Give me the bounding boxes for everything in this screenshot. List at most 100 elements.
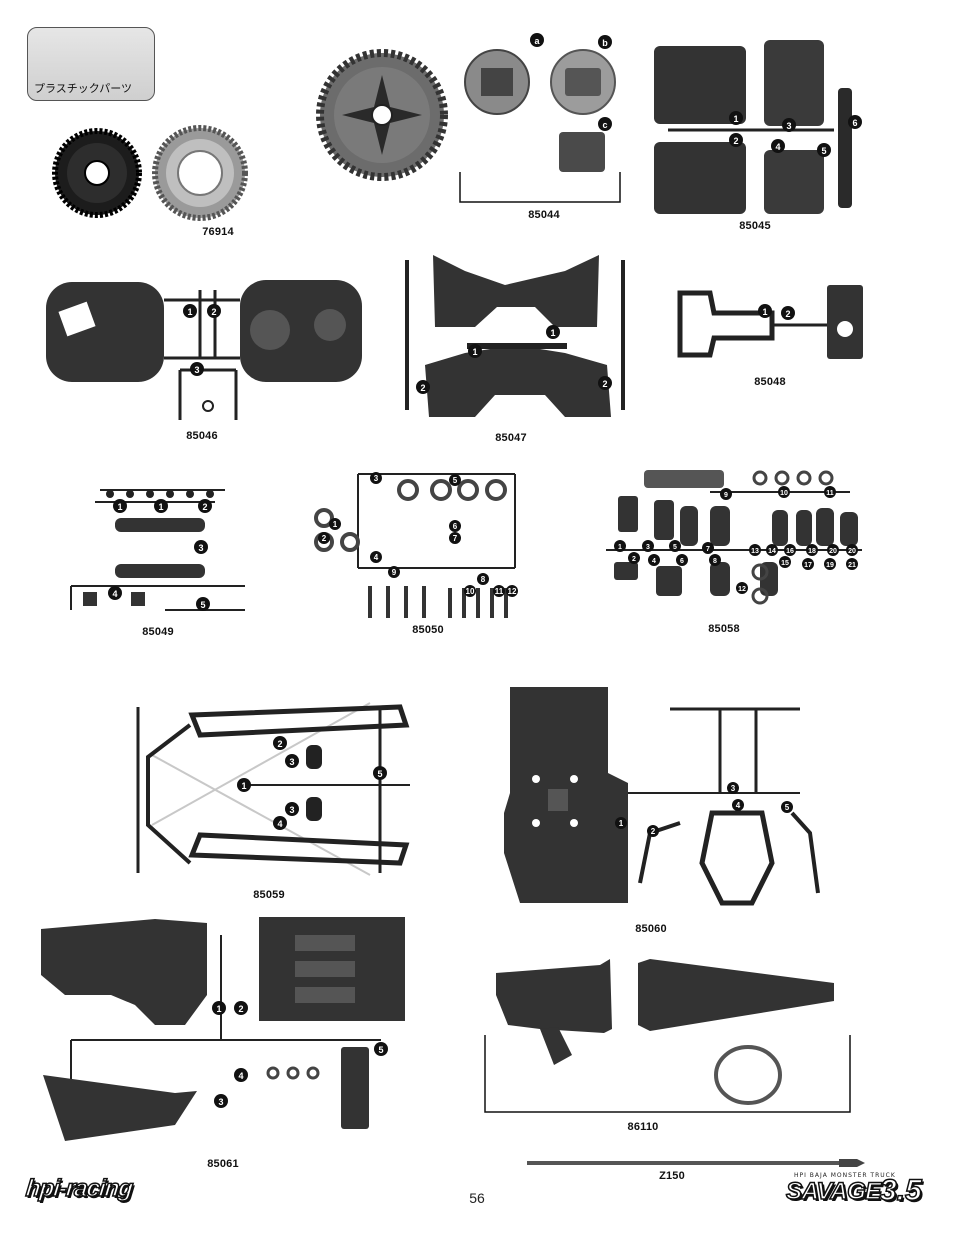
svg-text:3: 3: [289, 805, 294, 815]
part-code-85048: 85048: [754, 376, 786, 388]
hpi-racing-logo: hpi-racing: [24, 1174, 134, 1203]
part-85044-image: a b c: [459, 33, 621, 203]
svg-text:1: 1: [158, 502, 163, 512]
large-spur-gear-image: [316, 49, 448, 181]
svg-text:2: 2: [733, 136, 738, 146]
svg-text:c: c: [602, 120, 607, 130]
svg-text:16: 16: [786, 548, 794, 555]
svg-text:1: 1: [187, 307, 192, 317]
part-85061-image: 1 2 5 4 3: [41, 917, 405, 1141]
svg-text:4: 4: [736, 801, 741, 810]
svg-text:14: 14: [768, 548, 776, 555]
svg-text:11: 11: [495, 587, 504, 596]
part-code-85045: 85045: [739, 220, 771, 232]
svg-text:20: 20: [829, 548, 837, 555]
svg-text:1: 1: [472, 347, 477, 357]
section-header-tab: プラスチックパーツ: [27, 27, 155, 101]
svg-text:1: 1: [333, 520, 338, 529]
savage-logo-name: SAVAGE: [785, 1177, 882, 1206]
svg-text:7: 7: [453, 534, 458, 543]
part-86110-image: [484, 959, 851, 1113]
svg-text:13: 13: [751, 548, 759, 555]
svg-text:2: 2: [238, 1004, 243, 1014]
part-code-Z150: Z150: [659, 1170, 685, 1182]
svg-text:2: 2: [632, 556, 636, 563]
svg-text:4: 4: [775, 142, 780, 152]
svg-text:3: 3: [218, 1097, 223, 1107]
svg-text:2: 2: [785, 309, 790, 319]
svg-text:1: 1: [733, 114, 738, 124]
savage-logo-subtitle: HPI BAJA MONSTER TRUCK: [794, 1172, 896, 1179]
part-code-85046: 85046: [186, 430, 218, 442]
svg-text:12: 12: [508, 587, 517, 596]
svg-text:a: a: [534, 36, 540, 46]
svg-text:5: 5: [453, 476, 458, 485]
svg-text:5: 5: [821, 146, 826, 156]
svg-text:5: 5: [378, 1045, 383, 1055]
part-code-85049: 85049: [142, 626, 174, 638]
svg-text:5: 5: [785, 803, 790, 812]
section-header-label: プラスチックパーツ: [34, 82, 133, 95]
svg-text:2: 2: [322, 534, 327, 543]
svg-text:6: 6: [453, 522, 458, 531]
svg-text:1: 1: [550, 328, 555, 338]
part-code-85058: 85058: [708, 623, 740, 635]
part-85060-image: 34 5 1 2: [504, 687, 820, 906]
savage-logo: HPI BAJA MONSTER TRUCK SAVAGE 3.5: [785, 1172, 928, 1208]
svg-text:12: 12: [738, 586, 746, 593]
svg-text:6: 6: [680, 558, 684, 565]
svg-text:4: 4: [277, 819, 282, 829]
svg-text:1: 1: [619, 819, 624, 828]
part-code-85047: 85047: [495, 432, 527, 444]
svg-text:2: 2: [651, 827, 656, 836]
svg-text:2: 2: [420, 383, 425, 393]
svg-text:4: 4: [374, 553, 379, 562]
svg-text:1: 1: [216, 1004, 221, 1014]
svg-text:4: 4: [652, 558, 656, 565]
svg-text:20: 20: [848, 548, 856, 555]
svg-text:3: 3: [289, 757, 294, 767]
svg-text:b: b: [602, 38, 608, 48]
svg-text:4: 4: [238, 1071, 243, 1081]
svg-text:3: 3: [374, 474, 379, 483]
svg-text:10: 10: [466, 587, 475, 596]
part-code-85059: 85059: [253, 889, 285, 901]
svg-text:17: 17: [804, 562, 812, 569]
svg-text:19: 19: [826, 562, 834, 569]
part-Z150-image: [527, 1159, 865, 1167]
svg-text:1: 1: [117, 502, 122, 512]
part-code-86110: 86110: [627, 1121, 659, 1133]
part-code-76914: 76914: [202, 226, 234, 238]
svg-text:2: 2: [202, 502, 207, 512]
svg-text:8: 8: [713, 558, 717, 565]
svg-text:3: 3: [731, 784, 736, 793]
svg-text:3: 3: [194, 365, 199, 375]
svg-text:5: 5: [377, 769, 382, 779]
svg-text:8: 8: [481, 575, 486, 584]
svg-text:1: 1: [241, 781, 246, 791]
svg-text:15: 15: [781, 560, 789, 567]
svg-text:2: 2: [277, 739, 282, 749]
svg-text:5: 5: [673, 544, 677, 551]
svg-text:6: 6: [852, 118, 857, 128]
part-code-85044: 85044: [528, 209, 560, 221]
svg-text:18: 18: [808, 548, 816, 555]
svg-text:10: 10: [780, 490, 788, 497]
svg-text:7: 7: [706, 546, 710, 553]
svg-text:3: 3: [198, 543, 203, 553]
svg-text:1: 1: [762, 307, 767, 317]
svg-text:5: 5: [200, 600, 205, 610]
part-85049-image: 1 1 2 3 4 5: [70, 489, 245, 611]
svg-text:9: 9: [392, 568, 397, 577]
svg-text:9: 9: [724, 492, 728, 499]
page-number: 56: [469, 1190, 485, 1206]
svg-text:3: 3: [646, 544, 650, 551]
part-76914-image: [52, 125, 248, 221]
svg-text:4: 4: [112, 589, 117, 599]
svg-text:21: 21: [848, 562, 856, 569]
